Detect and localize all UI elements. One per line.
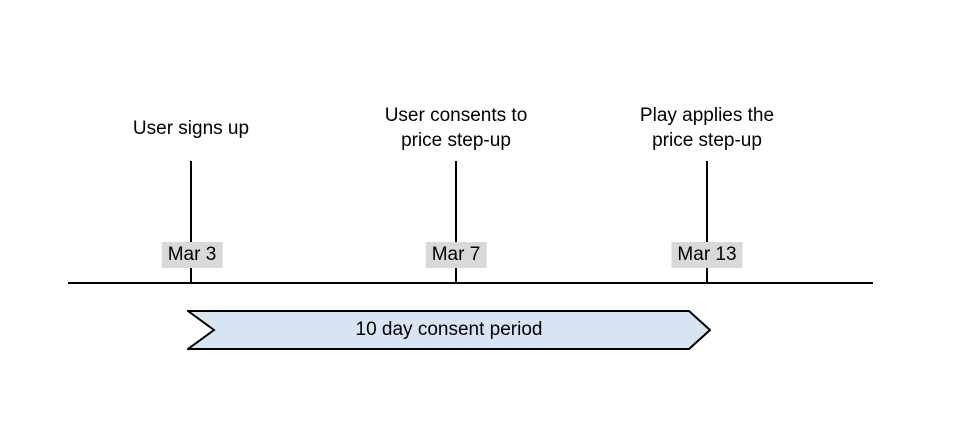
event-tick-line bbox=[706, 161, 708, 283]
event-label: User consents to price step-up bbox=[384, 105, 528, 151]
event-date-label: Mar 3 bbox=[161, 242, 223, 268]
event-date-label: Mar 7 bbox=[425, 242, 487, 268]
timeline-axis bbox=[68, 282, 873, 284]
consent-period-banner-shape bbox=[187, 310, 711, 350]
consent-period-banner-label: 10 day consent period bbox=[355, 319, 543, 340]
event-date-label: Mar 13 bbox=[671, 242, 743, 268]
event-tick-line bbox=[455, 161, 457, 283]
event-tick-line bbox=[190, 161, 192, 283]
event-label: Play applies the price step-up bbox=[639, 105, 775, 151]
chevron-banner-polygon bbox=[187, 310, 711, 350]
event-label: User signs up bbox=[132, 117, 250, 139]
